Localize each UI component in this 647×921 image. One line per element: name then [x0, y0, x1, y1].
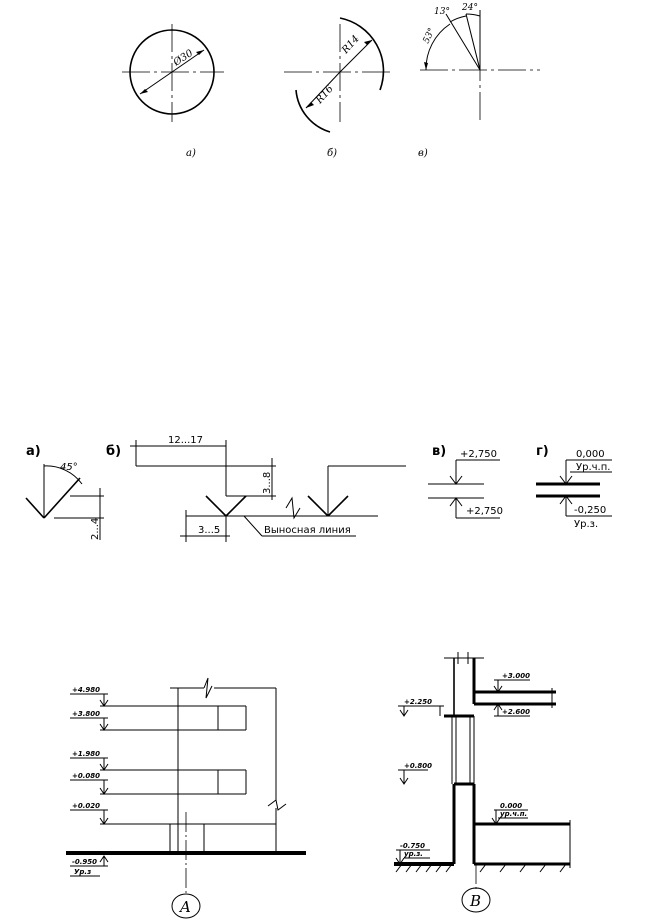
axis-A-label: A — [178, 898, 191, 916]
v-bottom-label: +2,750 — [466, 506, 503, 517]
left-mark-label: +0.020 — [72, 802, 100, 810]
dim-2-4-label: 2...4 — [90, 518, 101, 540]
g-top-label: 0,000 — [576, 449, 605, 460]
left-mark-label: +0.080 — [72, 772, 100, 780]
g-top-sub-label: Ур.ч.п. — [576, 462, 610, 473]
left-level-mark-5: +0.020 — [70, 802, 109, 825]
figure-3-sections: +4.980 +3.800 +1.980 +0.080 — [66, 652, 571, 919]
fig2-v: в) +2,750 +2,750 — [428, 444, 503, 519]
leader-line-label: Выносная линия — [264, 525, 351, 536]
axis-A-bubble — [171, 893, 201, 919]
right-mark-label: +3.000 — [502, 672, 530, 680]
right-mark-label: +2.250 — [404, 698, 432, 706]
left-level-mark-2: +3.800 — [70, 710, 109, 731]
dim-diameter-label: Ø30 — [171, 48, 196, 70]
left-level-mark-1: +4.980 — [70, 686, 109, 707]
v-top-label: +2,750 — [460, 449, 497, 460]
fig1-a-circle: Ø30 — [122, 24, 224, 122]
right-zero-mark: 0.000 ур.ч.п. — [491, 802, 528, 825]
right-ground-label: -0.750 — [400, 842, 425, 850]
right-mark-label: +2.600 — [502, 708, 530, 716]
g-bottom-label: -0,250 — [574, 505, 606, 516]
fig2-label-v: в) — [432, 444, 446, 459]
fig2-b: б) 12...17 3...8 3...5 Выносная линия — [106, 435, 406, 542]
angle-13-label: 13° — [434, 7, 450, 17]
axis-B-label: В — [469, 892, 481, 910]
angle-53-label: 53° — [422, 27, 438, 46]
dim-12-17-label: 12...17 — [168, 435, 203, 446]
left-ground-mark: -0.950 Ур.з — [70, 855, 109, 877]
fig2-label-g: г) — [536, 444, 549, 459]
left-mark-label: +3.800 — [72, 710, 100, 718]
dim-3-5-label: 3...5 — [198, 525, 220, 536]
fig1-b-arcs: R14 R16 — [284, 17, 392, 133]
g-bottom-sub-label: Ур.з. — [574, 519, 598, 530]
caption-a: а) — [186, 148, 196, 159]
fig2-g: г) 0,000 Ур.ч.п. -0,250 Ур.з. — [536, 444, 612, 530]
left-mark-label: +4.980 — [72, 686, 100, 694]
right-level-mark-2600: +2.600 — [493, 703, 530, 717]
figure-1-circle-dimensions: Ø30 R14 R16 13° 24° — [122, 3, 540, 159]
angle-45-label: 45° — [60, 462, 78, 473]
fig1-v-angles: 13° 24° 53° — [420, 3, 540, 120]
right-level-mark-0800: +0.800 — [398, 762, 432, 785]
angle-24-label: 24° — [461, 3, 478, 13]
right-ground-sub-label: ур.з. — [404, 850, 423, 858]
caption-v: в) — [418, 148, 428, 159]
fig2-a: а) 45° 2...4 — [25, 444, 104, 540]
right-level-mark-3000: +3.000 — [493, 672, 530, 693]
right-mark-label: +0.800 — [404, 762, 432, 770]
dim-r16-label: R16 — [313, 83, 336, 107]
right-zero-sub-label: ур.ч.п. — [500, 810, 527, 818]
right-ground-mark: -0.750 ур.з. — [395, 842, 430, 865]
fig2-label-a: а) — [26, 444, 41, 459]
caption-b: б) — [327, 148, 337, 159]
fig3-right-section: +2.250 +3.000 +2.600 +0.800 — [394, 652, 571, 913]
fig3-left-section: +4.980 +3.800 +1.980 +0.080 — [66, 677, 306, 919]
fig2-label-b: б) — [106, 444, 121, 459]
left-ground-sub-label: Ур.з — [74, 868, 91, 876]
left-level-mark-3: +1.980 — [70, 750, 109, 771]
dim-3-8-label: 3...8 — [262, 472, 273, 494]
figure-2-level-marks: а) 45° 2...4 б) 12...17 3...8 — [25, 435, 612, 542]
right-zero-label: 0.000 — [500, 802, 522, 810]
left-ground-label: -0.950 — [72, 858, 97, 866]
axis-B-bubble — [461, 887, 491, 913]
right-level-mark-2250: +2.250 — [398, 698, 432, 717]
left-level-mark-4: +0.080 — [70, 772, 109, 795]
left-mark-label: +1.980 — [72, 750, 100, 758]
